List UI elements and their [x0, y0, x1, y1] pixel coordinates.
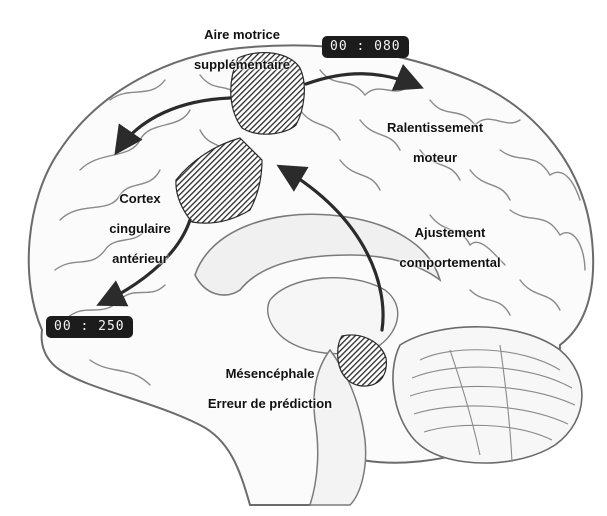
sma-label-line2: supplémentaire — [194, 57, 290, 72]
midbrain-label: Mésencéphale Erreur de prédiction — [185, 351, 355, 411]
midbrain-label-line2: Erreur de prédiction — [208, 396, 332, 411]
cerebellum — [393, 327, 582, 463]
midbrain-label-line1: Mésencéphale — [226, 366, 315, 381]
acc-label: Cortex cingulaire antérieur — [90, 176, 190, 266]
sma-timestamp-badge: 00 : 080 — [322, 36, 409, 58]
acc-label-line2: cingulaire — [109, 221, 170, 236]
adjustment-label: Ajustement comportemental — [380, 210, 520, 270]
slowing-label-line2: moteur — [413, 150, 457, 165]
acc-timestamp-badge: 00 : 250 — [46, 316, 133, 338]
sma-label: Aire motrice supplémentaire — [172, 12, 312, 72]
adjustment-label-line2: comportemental — [399, 255, 500, 270]
acc-label-line3: antérieur — [112, 251, 168, 266]
adjustment-label-line1: Ajustement — [415, 225, 486, 240]
sma-label-line1: Aire motrice — [204, 27, 280, 42]
slowing-label: Ralentissement moteur — [365, 105, 505, 165]
slowing-label-line1: Ralentissement — [387, 120, 483, 135]
acc-label-line1: Cortex — [119, 191, 160, 206]
